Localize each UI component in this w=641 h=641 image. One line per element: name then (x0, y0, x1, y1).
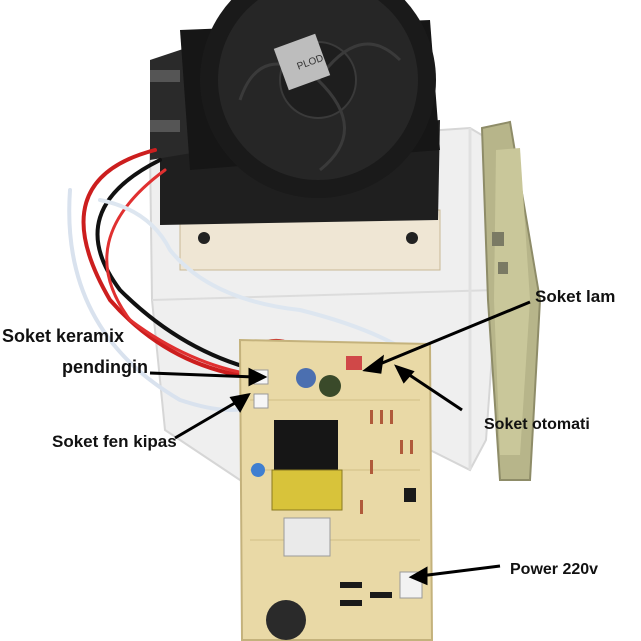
label-soket-keramik-line2: pendingin (62, 357, 148, 377)
annotation-arrows (149, 300, 531, 586)
cooling-fan: PLOD (180, 0, 440, 198)
label-soket-lampu: Soket lam (535, 287, 616, 306)
label-soket-keramik-line1: Soket keramix (2, 326, 125, 346)
label-soket-otomatis: Soket otomati (484, 416, 590, 433)
peltier-plate (480, 120, 542, 481)
label-power: Power 220v (510, 561, 599, 578)
pcb-board (238, 338, 434, 641)
label-soket-fan: Soket fen kipas (52, 432, 177, 451)
